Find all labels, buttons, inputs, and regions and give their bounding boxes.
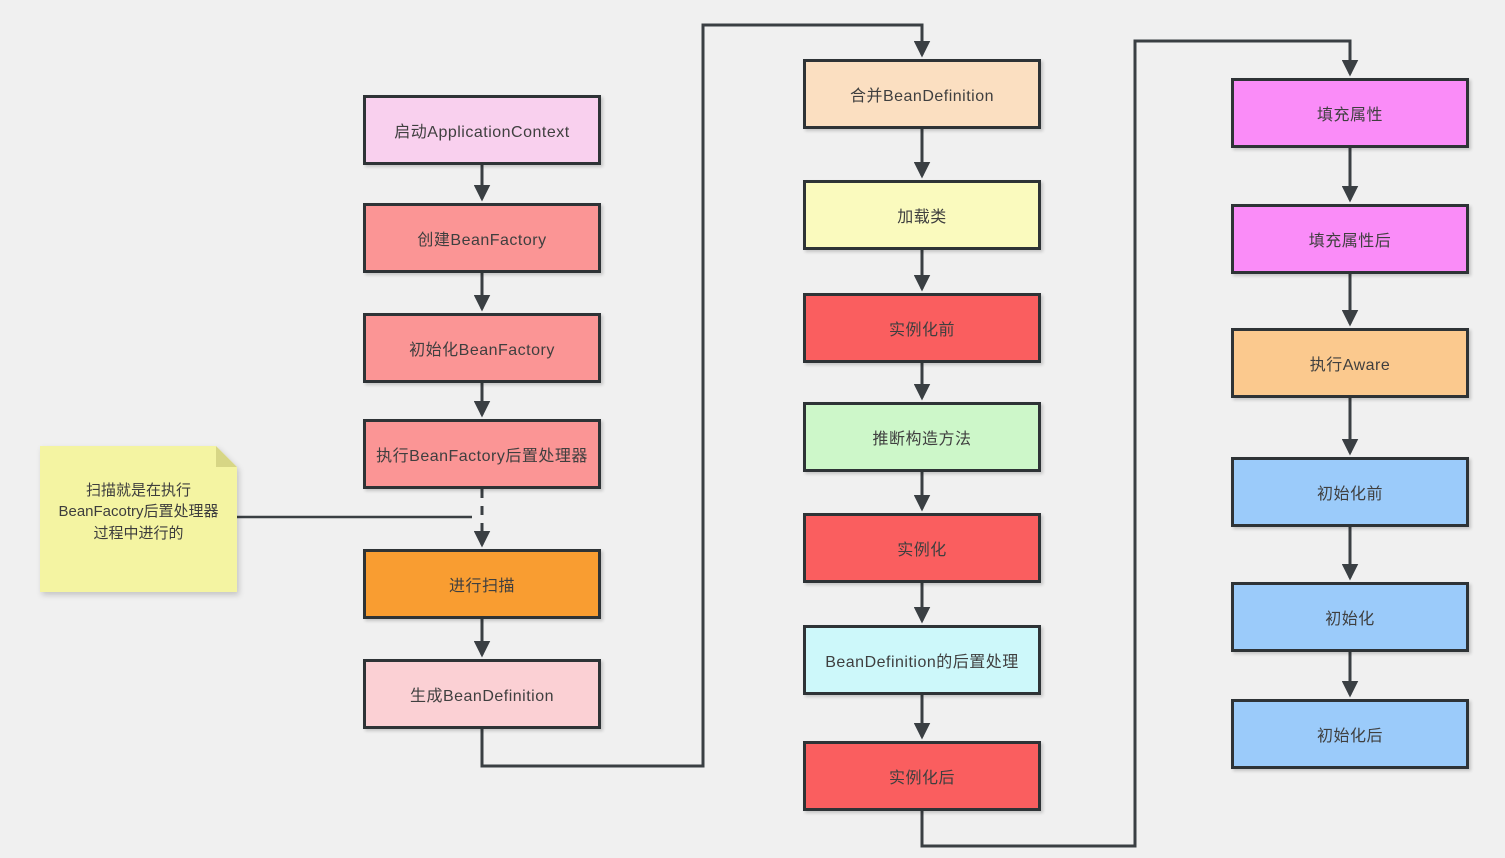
sticky-note-line: 扫描就是在执行 — [85, 482, 191, 500]
node-label: 启动ApplicationContext — [394, 124, 570, 141]
flow-node-execute-beanfactory-postprocessor: 执行BeanFactory后置处理器 — [363, 419, 601, 489]
node-label: BeanDefinition的后置处理 — [825, 654, 1019, 671]
node-label: 生成BeanDefinition — [409, 688, 555, 705]
node-label: 合并BeanDefinition — [849, 88, 995, 105]
flow-node-start-applicationcontext: 启动ApplicationContext — [363, 95, 601, 165]
flow-node-merge-beandefinition: 合并BeanDefinition — [803, 59, 1041, 129]
sticky-note-body: 扫描就是在执行 BeanFacotry后置处理器 过程中进行的 — [40, 446, 237, 592]
node-label: 执行BeanFactory后置处理器 — [376, 448, 588, 465]
flow-node-execute-aware: 执行Aware — [1231, 328, 1469, 398]
flow-node-post-initialization: 初始化后 — [1231, 699, 1469, 769]
node-label: 初始化前 — [1316, 486, 1383, 503]
flow-node-infer-constructor: 推断构造方法 — [803, 402, 1041, 472]
node-label: 实例化后 — [888, 770, 955, 787]
flow-node-populate-properties: 填充属性 — [1231, 78, 1469, 148]
sticky-note-line: BeanFacotry后置处理器 — [58, 503, 219, 521]
flow-node-generate-beandefinition: 生成BeanDefinition — [363, 659, 601, 729]
flow-node-create-beanfactory: 创建BeanFactory — [363, 203, 601, 273]
flow-node-instantiation: 实例化 — [803, 513, 1041, 583]
flow-node-post-instantiation: 实例化后 — [803, 741, 1041, 811]
node-label: 推断构造方法 — [872, 431, 972, 448]
node-label: 填充属性后 — [1308, 233, 1392, 250]
flow-node-load-class: 加载类 — [803, 180, 1041, 250]
node-label: 初始化后 — [1316, 728, 1383, 745]
sticky-note-text: 扫描就是在执行 BeanFacotry后置处理器 过程中进行的 — [58, 480, 218, 558]
node-label: 实例化 — [897, 542, 947, 559]
node-label: 初始化 — [1325, 611, 1375, 628]
flow-node-beandefinition-postprocess: BeanDefinition的后置处理 — [803, 625, 1041, 695]
sticky-note-fold-icon — [216, 446, 237, 467]
node-label: 填充属性 — [1316, 107, 1383, 124]
node-label: 创建BeanFactory — [417, 232, 547, 249]
sticky-note: 扫描就是在执行 BeanFacotry后置处理器 过程中进行的 — [40, 446, 237, 592]
connector-generate-to-merge — [480, 23, 931, 768]
node-label: 进行扫描 — [448, 578, 515, 595]
flow-node-pre-instantiation: 实例化前 — [803, 293, 1041, 363]
flow-node-init-beanfactory: 初始化BeanFactory — [363, 313, 601, 383]
connector-postinstantiate-to-populate — [920, 39, 1359, 848]
node-label: 初始化BeanFactory — [409, 342, 555, 359]
flow-node-initialization: 初始化 — [1231, 582, 1469, 652]
sticky-note-line: 过程中进行的 — [93, 524, 184, 542]
node-label: 加载类 — [897, 209, 947, 226]
flow-node-do-scan: 进行扫描 — [363, 549, 601, 619]
node-label: 实例化前 — [888, 322, 955, 339]
node-label: 执行Aware — [1309, 357, 1391, 374]
flow-node-post-populate-properties: 填充属性后 — [1231, 204, 1469, 274]
flow-node-pre-initialization: 初始化前 — [1231, 457, 1469, 527]
